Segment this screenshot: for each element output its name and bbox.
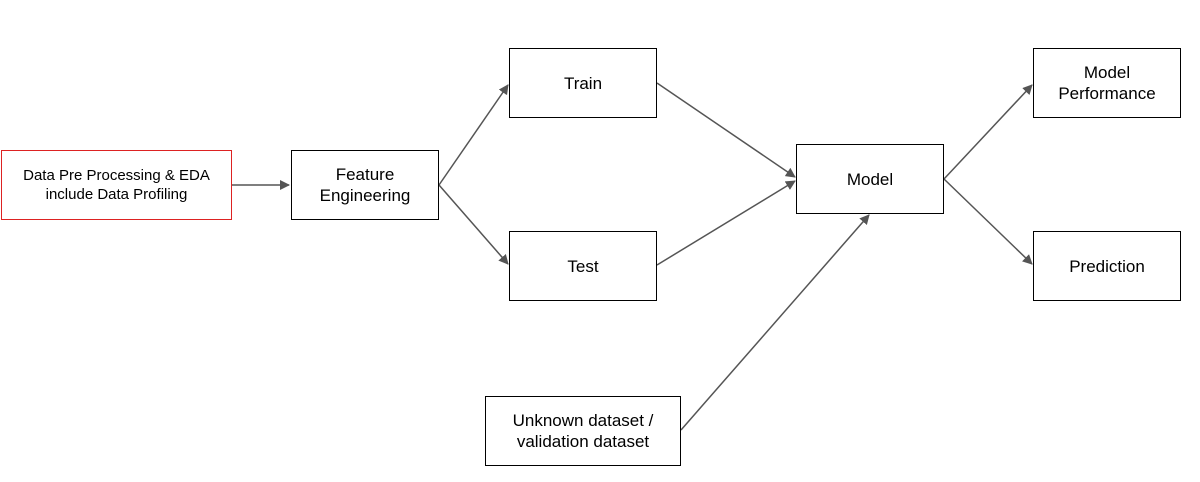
arrow-train-to-model (656, 82, 796, 178)
node-label-model: Model (846, 169, 894, 189)
node-label-train: Train (563, 73, 603, 93)
arrow-unknown-to-model (680, 214, 870, 431)
node-label-test: Test (567, 256, 599, 276)
node-label-model-performance: Model Performance (1058, 63, 1156, 103)
node-feature-engineering: Feature Engineering (291, 150, 439, 220)
arrow-feature-to-train (438, 84, 509, 186)
node-label-prediction: Prediction (1069, 256, 1145, 276)
node-data-preprocessing: Data Pre Processing & EDA include Data P… (1, 150, 232, 220)
node-model-performance: Model Performance (1033, 48, 1181, 118)
arrow-test-to-model (656, 180, 796, 266)
node-prediction: Prediction (1033, 231, 1181, 301)
node-label-unknown-dataset: Unknown dataset / validation dataset (512, 411, 654, 451)
arrow-model-to-prediction (943, 178, 1033, 265)
arrow-feature-to-test (438, 184, 509, 265)
node-label-feature-engineering: Feature Engineering (319, 165, 411, 205)
arrow-model-to-performance (943, 84, 1033, 180)
node-test: Test (509, 231, 657, 301)
node-unknown-dataset: Unknown dataset / validation dataset (485, 396, 681, 466)
node-model: Model (796, 144, 944, 214)
node-train: Train (509, 48, 657, 118)
node-label-preprocessing: Data Pre Processing & EDA include Data P… (23, 167, 210, 203)
